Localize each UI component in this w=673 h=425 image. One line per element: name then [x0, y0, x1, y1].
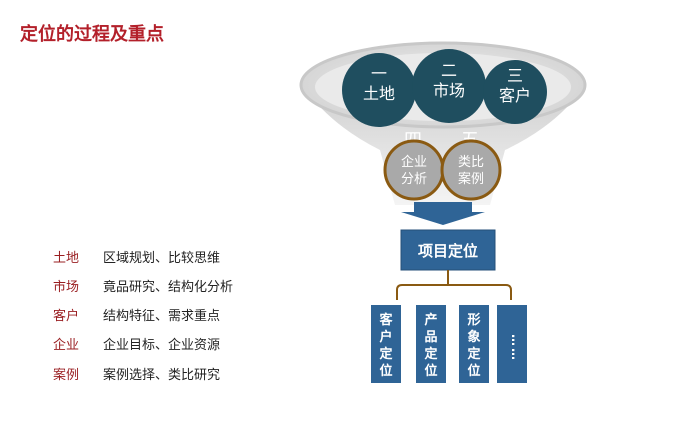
sub-box-char: 产: [424, 312, 437, 328]
circle-label: 分析: [401, 172, 427, 187]
page-title: 定位的过程及重点: [20, 24, 164, 45]
legend-desc: 区域规划、比较思维: [103, 251, 221, 266]
sub-box-char: 形: [467, 313, 480, 328]
legend-row: 客户 结构特征、需求重点: [53, 305, 220, 324]
circle-number: 一: [371, 64, 387, 83]
legend-key: 土地: [53, 251, 80, 266]
circle-land: 一 土地: [342, 53, 416, 127]
sub-box-char: 客: [379, 312, 393, 328]
circle-number: 三: [507, 66, 523, 85]
sub-box-char: 象: [467, 329, 480, 345]
legend-desc: 竟品研究、结构化分析: [103, 280, 234, 295]
sub-box-more: … …: [497, 305, 527, 383]
sub-box-char: 位: [424, 363, 437, 379]
circle-market: 二 市场: [412, 49, 486, 123]
sub-box-char: 户: [379, 329, 392, 345]
circle-customer: 三 客户: [483, 60, 547, 124]
sub-box-product: 产 品 定 位: [416, 305, 446, 383]
legend-key: 案例: [53, 368, 80, 383]
sub-box-char: 位: [467, 363, 480, 379]
circle-label: 类比: [458, 155, 484, 170]
legend-desc: 结构特征、需求重点: [103, 309, 221, 324]
circle-number: 二: [441, 61, 457, 80]
sub-box-char: 位: [379, 363, 392, 379]
legend-desc: 案例选择、类比研究: [103, 368, 221, 383]
legend-row: 案例 案例选择、类比研究: [53, 364, 220, 383]
sub-box-image: 形 象 定 位: [459, 305, 489, 383]
legend-row: 企业 企业目标、企业资源: [53, 334, 220, 353]
circle-label: 企业: [401, 154, 427, 170]
project-positioning-label: 项目定位: [418, 242, 478, 260]
legend-key: 企业: [53, 338, 80, 353]
circle-enterprise: 企业 分析: [383, 139, 445, 201]
legend-key: 客户: [53, 309, 80, 324]
circle-label: 案例: [458, 172, 484, 187]
legend-desc: 企业目标、企业资源: [103, 338, 221, 353]
circle-label: 客户: [499, 86, 531, 105]
legend-key: 市场: [53, 280, 80, 295]
circle-label: 土地: [363, 84, 395, 103]
down-arrow-icon: [401, 202, 485, 225]
circle-label: 市场: [433, 81, 465, 100]
sub-box-char: 定: [423, 346, 437, 362]
sub-box-char: …: [509, 334, 523, 346]
sub-box-customer: 客 户 定 位: [371, 305, 401, 383]
sub-box-char: 品: [424, 330, 437, 345]
circle-case: 类比 案例: [440, 139, 502, 201]
legend-row: 市场 竟品研究、结构化分析: [53, 276, 233, 295]
legend-row: 土地 区域规划、比较思维: [53, 247, 220, 266]
sub-box-char: 定: [466, 346, 480, 362]
sub-box-char: 定: [378, 346, 392, 362]
bracket-connector: [396, 270, 512, 300]
sub-box-char: …: [509, 348, 523, 360]
